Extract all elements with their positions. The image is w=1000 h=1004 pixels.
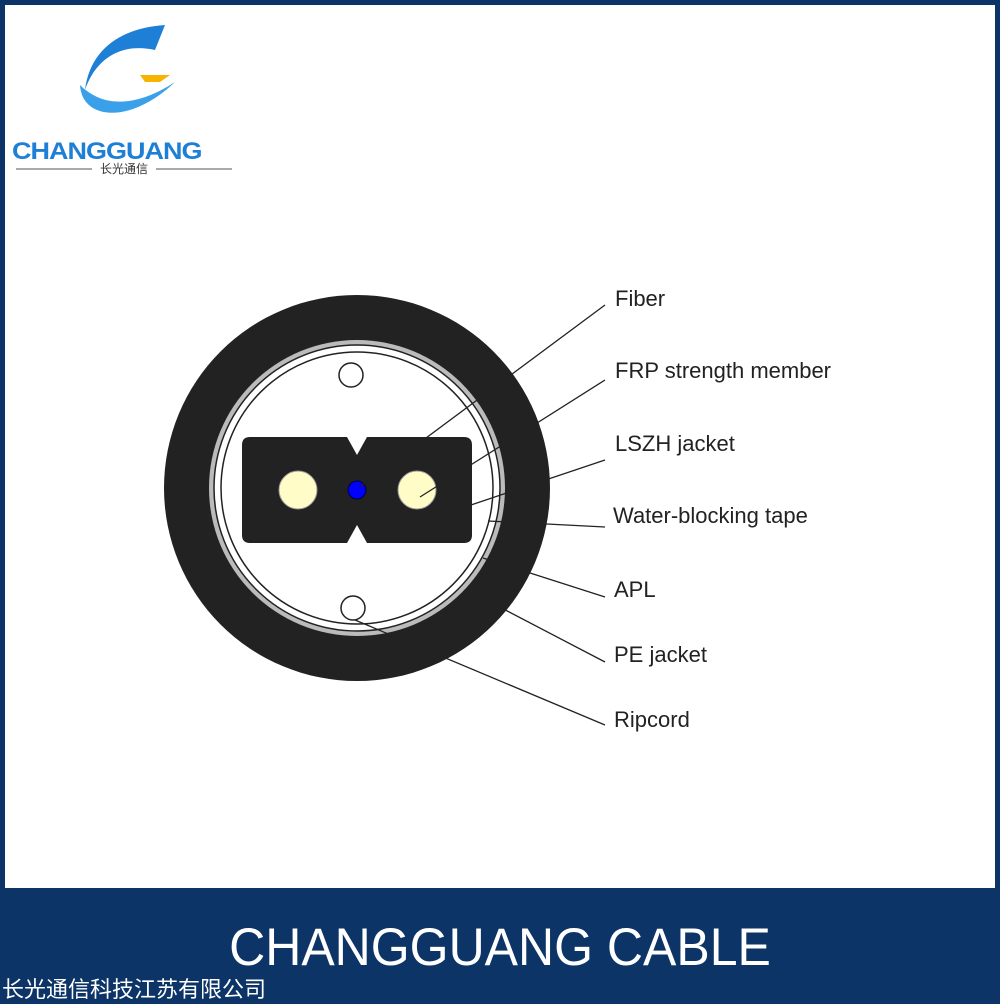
label-lszh-jacket: LSZH jacket bbox=[615, 431, 735, 456]
logo-subtitle: 长光通信 bbox=[16, 160, 233, 177]
leader-lines bbox=[354, 304, 606, 726]
cable-cross-section bbox=[164, 295, 606, 726]
label-ripcord: Ripcord bbox=[614, 707, 690, 732]
label-frp-strength-member: FRP strength member bbox=[615, 358, 832, 383]
ripcord bbox=[338, 362, 364, 388]
label-fiber: Fiber bbox=[615, 286, 666, 311]
logo bbox=[10, 20, 240, 180]
frp-strength-member bbox=[397, 470, 437, 510]
logo-mark-icon bbox=[80, 25, 175, 113]
footer-company-name: 长光通信科技江苏有限公司 bbox=[2, 978, 267, 1003]
fiber bbox=[347, 480, 367, 500]
frp-strength-member bbox=[278, 470, 318, 510]
logo-brand-text: CHANGGUANG bbox=[12, 137, 202, 165]
logo-subtitle-text: 长光通信 bbox=[100, 162, 149, 176]
footer-title: CHANGGUANG CABLE bbox=[229, 917, 771, 977]
label-pe-jacket: PE jacket bbox=[614, 642, 707, 667]
label-water-blocking-tape: Water-blocking tape bbox=[613, 503, 808, 528]
ripcord bbox=[340, 595, 366, 621]
label-apl: APL bbox=[614, 577, 656, 602]
